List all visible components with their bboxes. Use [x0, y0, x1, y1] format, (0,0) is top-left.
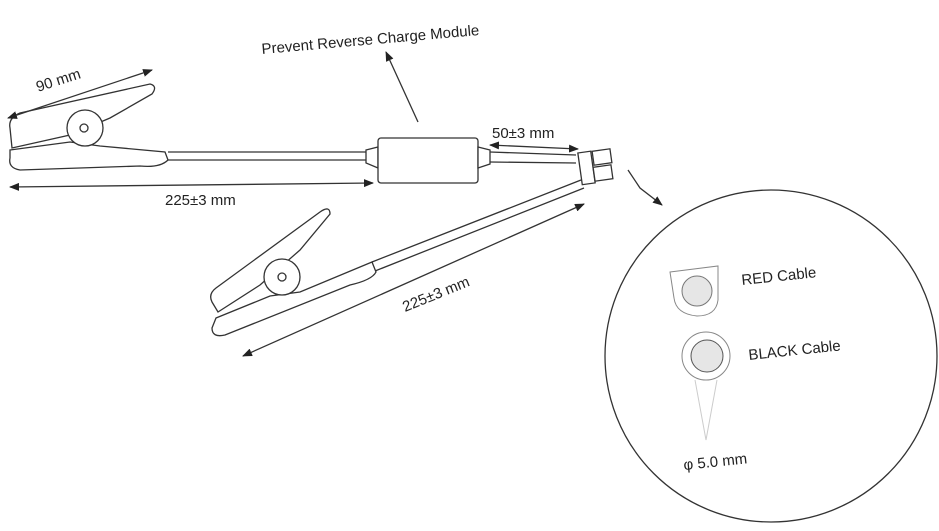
bottom-cable	[371, 179, 585, 272]
cable-length-bottom-label: 225±3 mm	[400, 273, 472, 315]
connector-plug	[577, 148, 614, 186]
top-alligator-clip	[9, 83, 169, 171]
cross-section-detail	[604, 189, 938, 523]
connector-lead	[489, 151, 577, 164]
red-cable-section	[669, 265, 719, 317]
clip-length-label: 90 mm	[34, 65, 83, 95]
connector-lead-label: 50±3 mm	[492, 125, 554, 142]
module-pointer-arrow	[385, 51, 419, 123]
diameter-pointer	[694, 379, 718, 441]
connector-lead-arrow	[489, 141, 579, 153]
module-label: Prevent Reverse Charge Module	[261, 22, 480, 58]
clip-length-arrow	[7, 69, 153, 119]
detail-pointer-arrow	[627, 169, 663, 206]
bottom-alligator-clip	[210, 208, 377, 337]
black-cable-label: BLACK Cable	[748, 337, 842, 364]
black-cable-section	[681, 331, 731, 381]
red-cable-label: RED Cable	[741, 264, 817, 289]
top-cable	[168, 151, 366, 161]
cable-length-top-arrow	[9, 179, 374, 191]
cable-length-top-label: 225±3 mm	[165, 192, 236, 209]
cable-length-bottom-arrow	[242, 203, 585, 357]
diameter-label: φ 5.0 mm	[683, 450, 748, 474]
reverse-charge-module	[377, 137, 479, 184]
